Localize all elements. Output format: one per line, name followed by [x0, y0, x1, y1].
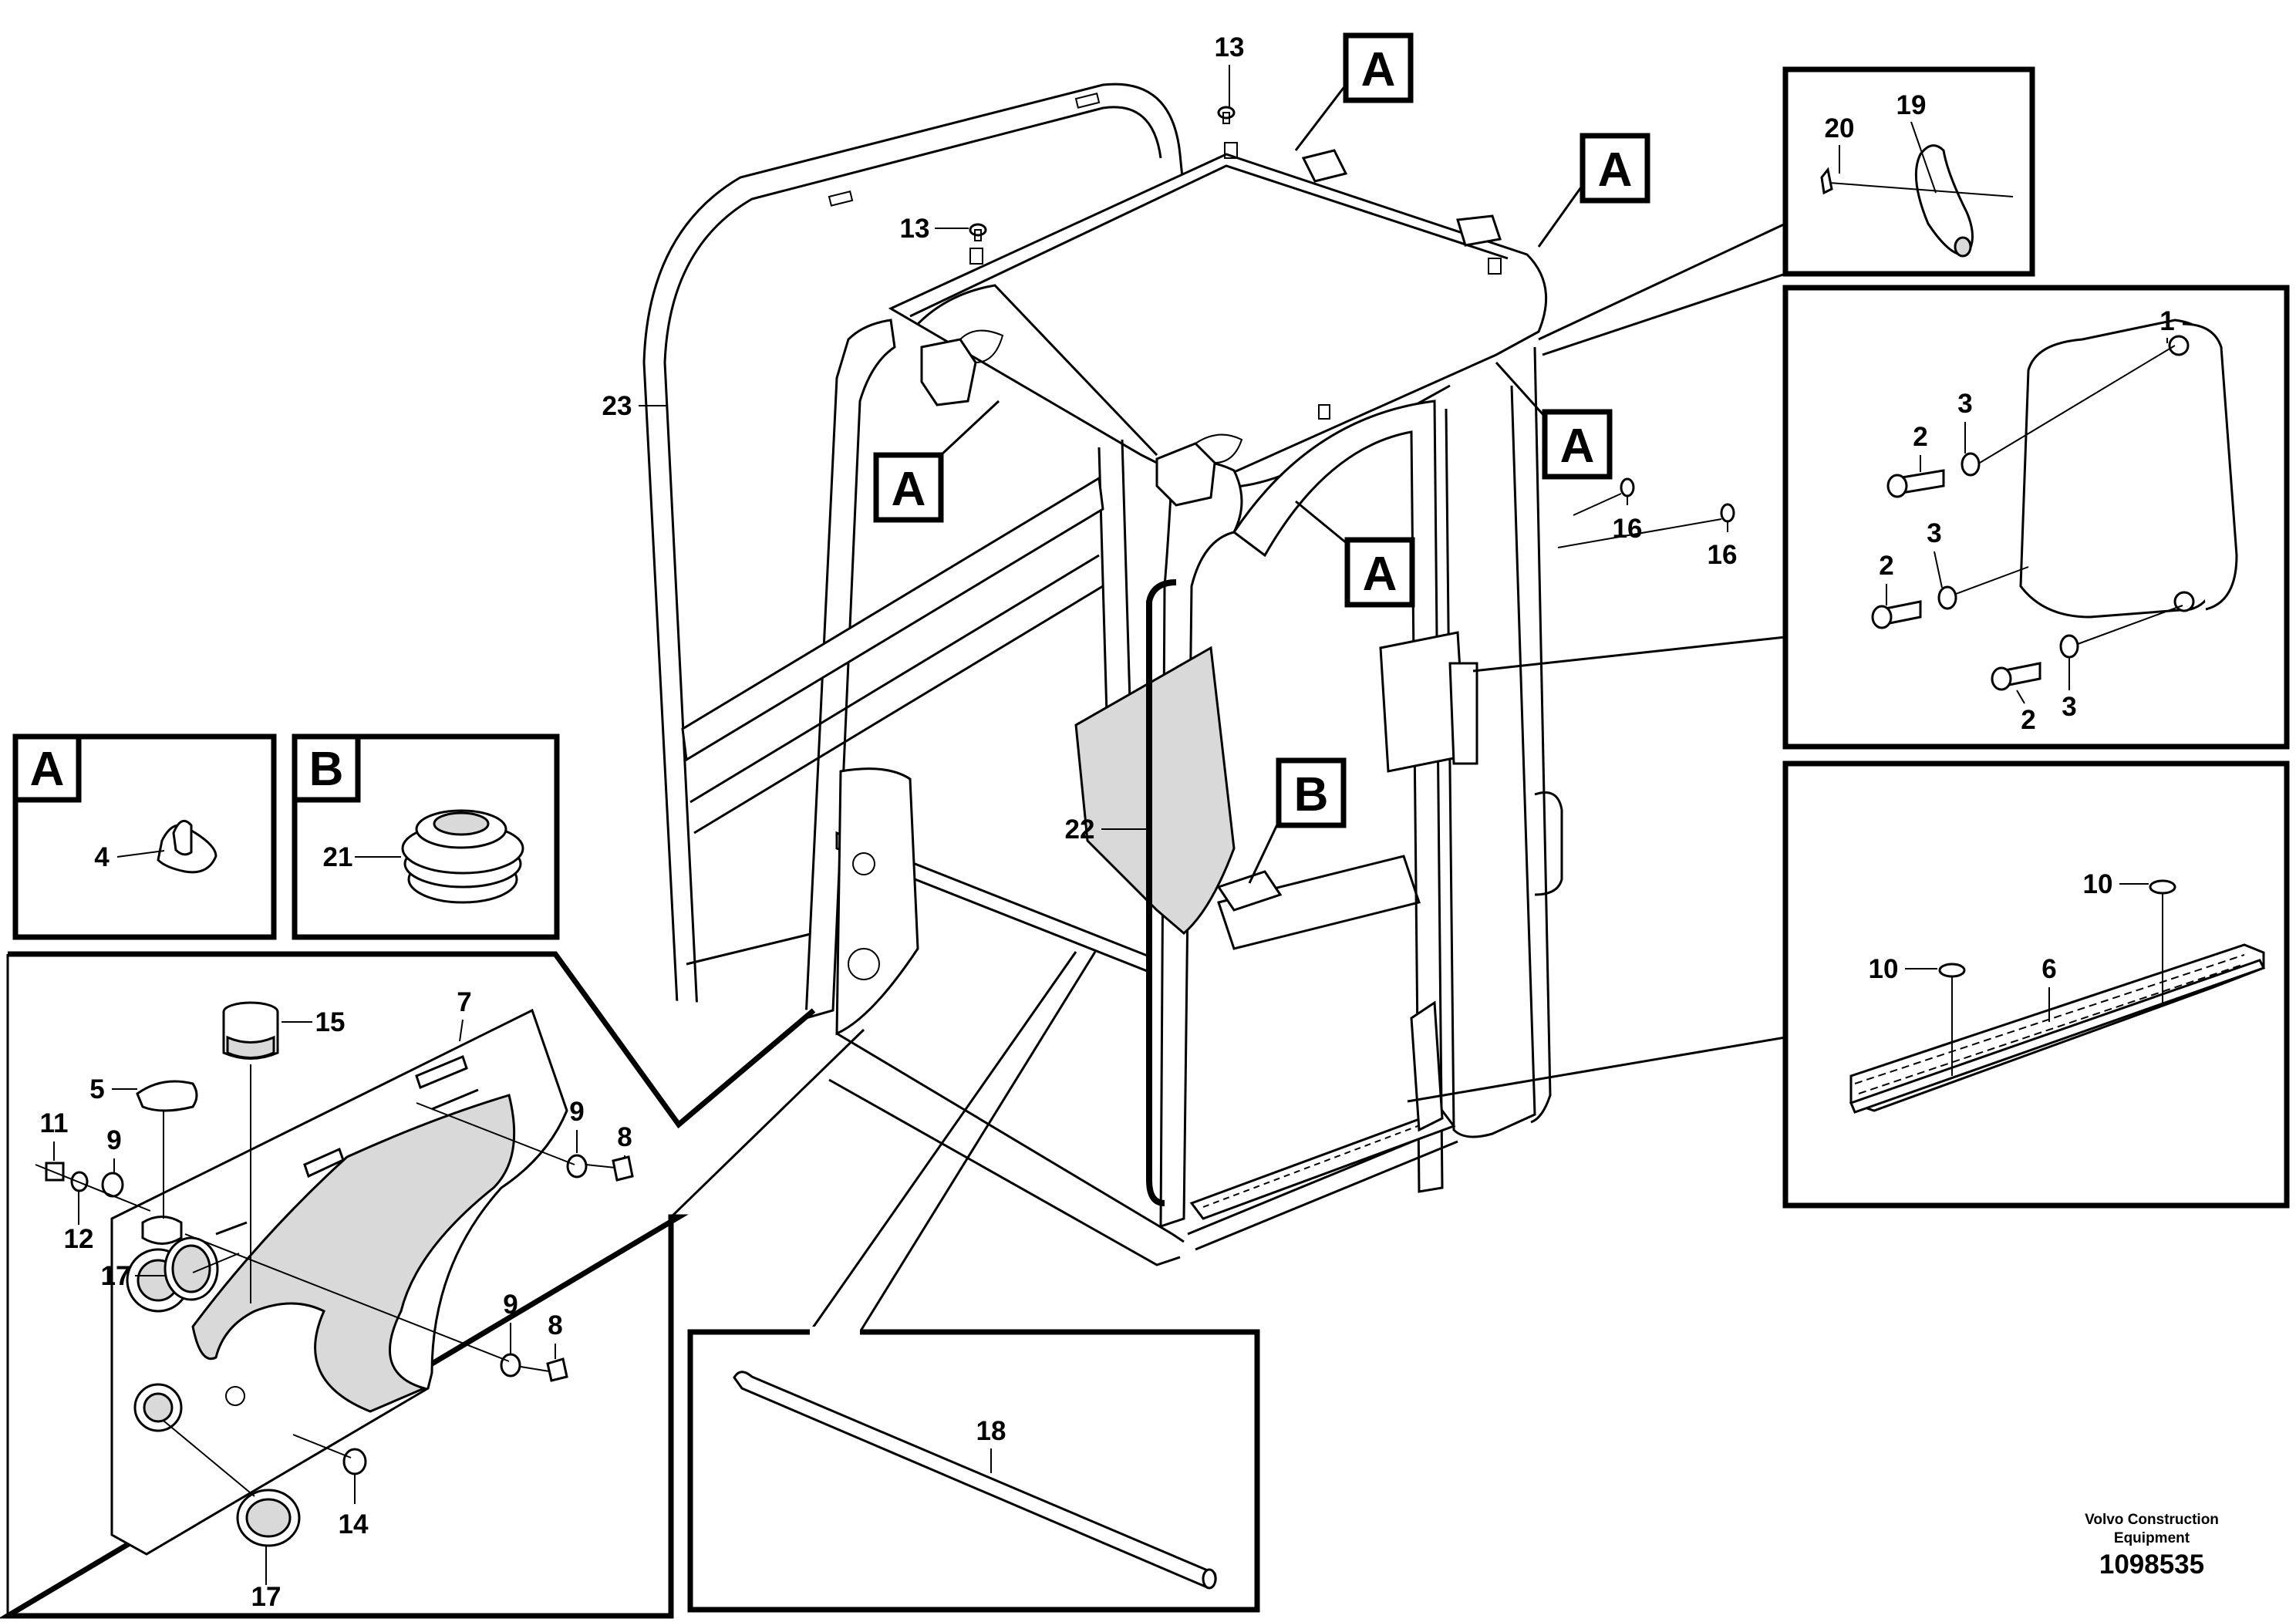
maker-line-1: Volvo Construction: [2085, 1512, 2219, 1528]
callout-19: 19: [1896, 90, 1927, 120]
ref-a-right2: A: [1560, 420, 1595, 473]
callout-16: 16: [1708, 540, 1738, 570]
ref-a-left: A: [892, 463, 926, 516]
ref-a-top: A: [1361, 43, 1396, 96]
detail-b-panel: B 21: [292, 733, 560, 940]
callout-9: 9: [569, 1097, 584, 1127]
ref-b-main: B: [1294, 768, 1329, 821]
callout-8: 8: [548, 1310, 562, 1340]
callout-3: 3: [1927, 518, 1941, 548]
ref-a-mid: A: [1363, 548, 1397, 601]
cab-frame-drawing: [642, 83, 1563, 1266]
detail-a-label: A: [30, 743, 65, 796]
callout-10: 10: [2083, 869, 2113, 899]
callout-17: 17: [101, 1261, 131, 1291]
callout-17: 17: [251, 1582, 282, 1612]
detail-bar-panel: 18: [687, 951, 1260, 1613]
main-callouts: 13 13 16 16 23 22: [602, 32, 1738, 845]
detail-a-panel: A 4: [12, 733, 277, 940]
detail-sill-panel: 10 10 6: [1407, 760, 2290, 1209]
callout-15: 15: [315, 1007, 346, 1037]
detail-console-panel: 7 15 5 11 9 12 17 9 8 9 8 14 17: [0, 951, 865, 1619]
reference-markers: A A A A A B: [873, 32, 1650, 884]
callout-1: 1: [2159, 306, 2174, 336]
callout-10: 10: [1869, 954, 1899, 984]
callout-12: 12: [64, 1224, 94, 1254]
callout-3: 3: [2062, 692, 2076, 722]
callout-18: 18: [976, 1416, 1006, 1446]
callout-3: 3: [1957, 389, 1972, 419]
callout-23: 23: [602, 391, 632, 421]
callout-21: 21: [323, 842, 353, 872]
maker-line-2: Equipment: [2114, 1530, 2190, 1546]
callout-16: 16: [1613, 514, 1643, 544]
document-number: 1098535: [2099, 1549, 2204, 1580]
callout-22: 22: [1065, 814, 1095, 845]
detail-cover-panel: 1 2 3 2 3 2 3: [1472, 285, 2290, 750]
footer: Volvo Construction Equipment 1098535: [2085, 1512, 2219, 1580]
callout-8: 8: [617, 1122, 632, 1152]
callout-4: 4: [94, 842, 110, 872]
callout-20: 20: [1825, 113, 1855, 143]
callout-11: 11: [40, 1108, 69, 1138]
callout-14: 14: [339, 1509, 369, 1539]
callout-5: 5: [89, 1074, 104, 1104]
callout-2: 2: [2021, 705, 2035, 735]
roof-bolt-icon: [969, 106, 1236, 241]
callout-9: 9: [106, 1125, 121, 1155]
callout-7: 7: [457, 987, 471, 1017]
callout-2: 2: [1879, 551, 1893, 581]
pin-icon: [1620, 477, 1735, 532]
callout-9: 9: [503, 1290, 518, 1320]
callout-13: 13: [1215, 32, 1245, 62]
detail-hook-panel: 19 20: [1538, 66, 2035, 356]
callout-2: 2: [1913, 422, 1927, 452]
callout-6: 6: [2041, 954, 2056, 984]
detail-b-label: B: [309, 743, 344, 796]
ref-a-right1: A: [1598, 143, 1633, 197]
callout-13: 13: [900, 214, 930, 244]
